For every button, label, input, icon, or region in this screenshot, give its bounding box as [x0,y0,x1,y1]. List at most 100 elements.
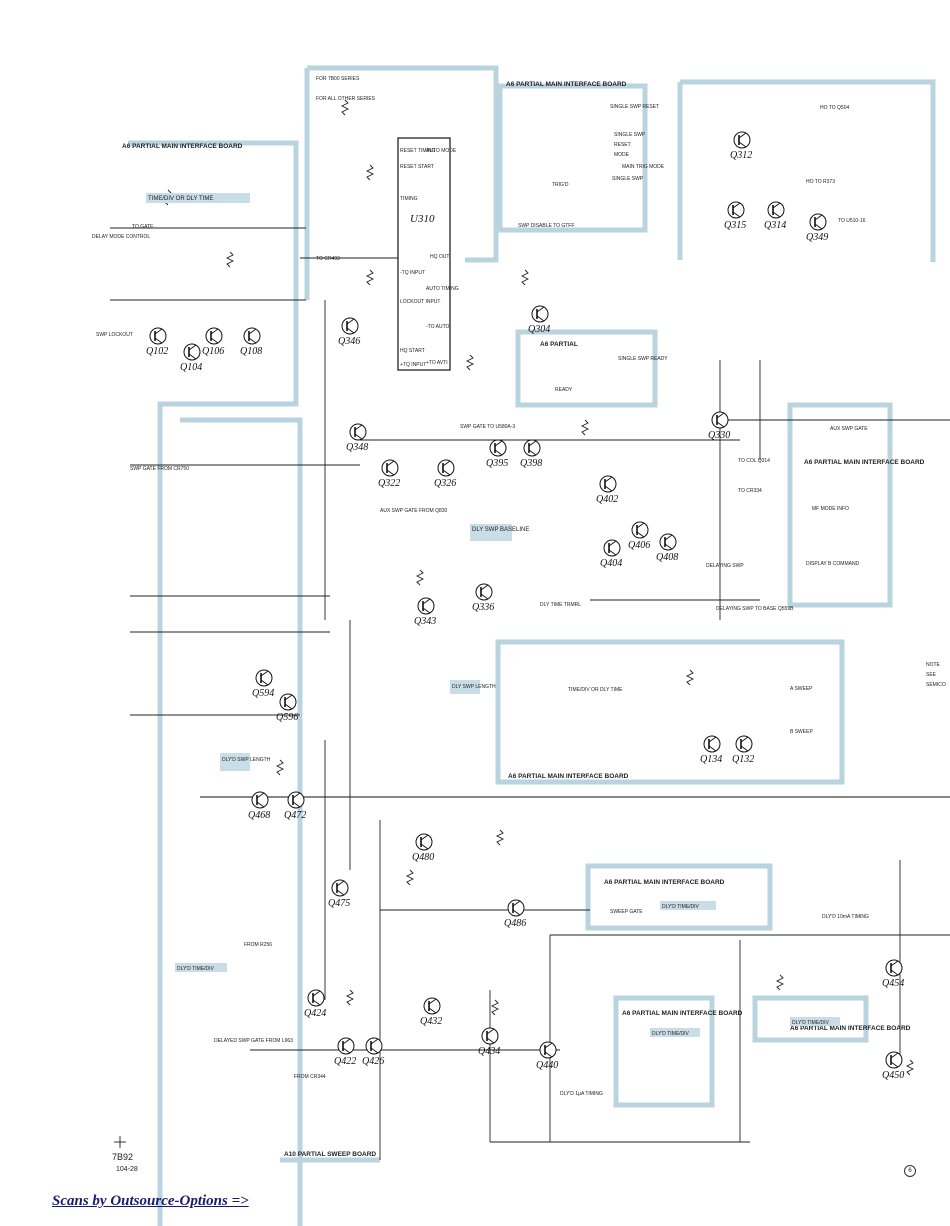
board-outline-a6-right [787,402,893,608]
transistor-emitter [512,909,521,916]
label-delayed-swp-gate: DELAYED SWP GATE FROM L963 [214,1038,293,1044]
board-title-a6-bottom: A6 PARTIAL MAIN INTERFACE BOARD [508,773,629,780]
label-to-u510: TO U510-16 [838,218,866,224]
transistor-label: Q312 [730,150,752,161]
board-outlines [128,65,936,1226]
u310-pin-reset-start: RESET START [400,164,434,170]
transistor-collector [814,214,823,221]
transistor-collector [210,328,219,335]
transistor-emitter [342,1047,351,1054]
board-title-a6-top: A6 PARTIAL MAIN INTERFACE BOARD [506,81,627,88]
transistor-emitter [664,543,673,550]
transistor-body [711,411,729,429]
transistor-collector [636,522,645,529]
transistor-label: Q424 [304,1008,326,1019]
transistor-q314: Q314 [764,201,786,231]
tag-dlyd-td-3: DLY'D TIME/DIV [652,1031,690,1037]
transistor-label: Q596 [276,712,298,723]
transistor-body [243,327,261,345]
label-for-7b00: FOR 7B00 SERIES [316,76,360,82]
label-see: SEE [926,672,937,678]
label-ready: READY [555,387,573,393]
transistor-emitter [890,1061,899,1068]
transistor-q108: Q108 [240,327,262,357]
u310-pin-tq-input: -TQ INPUT [400,270,425,276]
transistor-label: Q314 [764,220,786,231]
transistor-collector [772,202,781,209]
transistor-label: Q468 [248,810,270,821]
u310-pin-auto-timing: AUTO TIMING [426,286,459,292]
transistor-label: Q480 [412,852,434,863]
transistor-body [381,459,399,477]
transistor-body [415,833,433,851]
transistor-collector [260,670,269,677]
board-title-a6-right: A6 PARTIAL MAIN INTERFACE BOARD [804,459,925,466]
transistor-emitter [716,421,725,428]
label-ho-to-q504: HO TO Q504 [820,105,849,111]
tag-dlyd-td-4: DLY'D TIME/DIV [792,1020,830,1026]
transistor-collector [544,1042,553,1049]
label-dly-time-trmrl: DLY TIME TRMRL [540,602,581,608]
board-outline-top [307,65,499,263]
tag-dly-baseline: DLY SWP BASELINE [472,527,529,533]
transistor-q134: Q134 [700,735,722,765]
transistor-q336: Q336 [472,583,494,613]
label-swp-disable: SWP DISABLE TO GTFF [518,223,574,229]
transistor-emitter [494,449,503,456]
transistor-body [531,305,549,323]
transistor-emitter [312,999,321,1006]
transistor-q312: Q312 [730,131,752,161]
transistor-emitter [346,327,355,334]
u310-pin-hq-start: HQ START [400,348,425,354]
transistor-body [205,327,223,345]
transistor-body [149,327,167,345]
u310-pin-to-auto: -TO AUTO [426,324,450,330]
page-code: 7B92 [112,1152,134,1162]
board-outline-a6-bottom [495,639,845,785]
footer-credit[interactable]: Scans by Outsource-Options => [52,1193,249,1209]
tag-dly-length: DLY SWP LENGTH [452,684,496,690]
label-dlyd-10ma-timing: DLY'D 10mA TIMING [822,914,869,920]
transistor-q486: Q486 [504,899,526,929]
registration-mark [114,1136,126,1148]
u310-pin-reset-timing: RESET TIMING [400,148,435,154]
transistor-label: Q336 [472,602,494,613]
label-to-cr334: TO CR334 [738,488,762,494]
transistor-q594: Q594 [252,669,274,699]
transistor-emitter [420,843,429,850]
transistor-emitter [260,679,269,686]
u310-pin-timing: TIMING [400,196,418,202]
transistor-label: Q402 [596,494,618,505]
transistor-body [885,959,903,977]
transistor-label: Q426 [362,1056,384,1067]
transistor-emitter [336,889,345,896]
transistor-body [767,201,785,219]
transistor-collector [442,460,451,467]
transistor-label: Q106 [202,346,224,357]
label-dlyd-sw-timing: DLY'D 1µA TIMING [560,1091,603,1097]
transistor-collector [370,1038,379,1045]
label-semico: SEMICO [926,682,946,688]
transistor-body [733,131,751,149]
label-note: NOTE [926,662,941,668]
board-outline-a6-far [752,995,869,1043]
transistor-q406: Q406 [628,521,650,551]
board-outline-a6-left [128,140,299,1226]
label-from-cr344: FROM CR344 [294,1074,326,1080]
transistor-label: Q440 [536,1060,558,1071]
transistor-emitter [248,337,257,344]
tag-dlyd-length: DLY'D SWP LENGTH [222,757,271,763]
board-outline-a6-top [497,83,648,233]
transistor-q304: Q304 [528,305,550,335]
ic-u310: U310 RESET TIMING RESET START AUTO MODE … [397,137,459,371]
label-swp-gate-to: SWP GATE TO U580A-3 [460,424,515,430]
transistor-q104: Q104 [180,343,202,373]
label-aux-swp-gate-q830: AUX SWP GATE FROM Q830 [380,508,448,514]
label-to-cr493: TO CR493 [316,256,340,262]
label-reset: RESET [614,142,631,148]
label-main-trig-mode: MAIN TRIG MODE [622,164,665,170]
transistor-collector [536,306,545,313]
transistor-emitter [772,211,781,218]
transistor-label: Q432 [420,1016,442,1027]
